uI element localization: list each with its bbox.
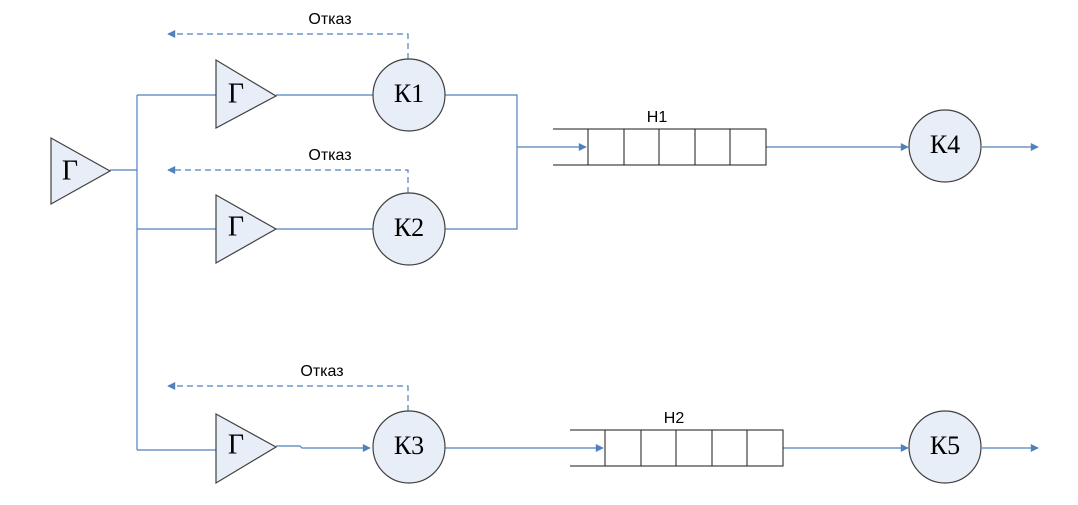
- line-k1-merge: [445, 94, 518, 230]
- queue-h2-cell: [675, 429, 713, 467]
- channel-k3-label: К3: [394, 431, 424, 460]
- queue-h1-cell: [658, 128, 696, 166]
- generator-main-triangle: [50, 136, 112, 206]
- queue-h2-cell: [711, 429, 748, 467]
- queue-h1-cell: [587, 128, 625, 166]
- generator-g3-label: Г: [228, 429, 244, 460]
- queue-h1-cell: [694, 128, 731, 166]
- refusal-line-k2: [167, 166, 409, 193]
- channel-k4-circle: [908, 109, 982, 183]
- generator-g1-triangle: [215, 58, 278, 129]
- queue-h1-cell: [729, 128, 767, 166]
- queue-h2-label: Н2: [664, 410, 685, 427]
- connection-lines: [110, 94, 1039, 452]
- queue-h1-cell: [623, 128, 660, 166]
- line-g3-k3: [276, 444, 371, 452]
- queue-h2-cell: [640, 429, 677, 467]
- refusal-lines: [167, 30, 409, 411]
- queue-h1-label: Н1: [647, 109, 668, 126]
- generator-g3-triangle: [215, 412, 278, 485]
- refusal-label-k3: Отказ: [300, 363, 343, 380]
- channel-k1-circle: [372, 58, 446, 132]
- refusal-line-k3: [167, 382, 409, 411]
- channel-k4-label: К4: [930, 130, 960, 159]
- channel-k2-label: К2: [394, 213, 424, 242]
- queue-h1: [553, 128, 767, 166]
- refusal-label-k2: Отказ: [308, 147, 351, 164]
- queue-h2: [570, 429, 784, 467]
- generator-main-label: Г: [62, 155, 78, 186]
- generator-g2-label: Г: [228, 211, 244, 242]
- generator-g2-triangle: [215, 193, 278, 265]
- refusal-label-k1: Отказ: [308, 11, 351, 28]
- channel-k3-circle: [372, 410, 446, 484]
- refusal-line-k1: [167, 30, 409, 59]
- queue-h2-cell: [604, 429, 642, 467]
- channel-k5-label: К5: [930, 431, 960, 460]
- channel-k2-circle: [372, 192, 446, 266]
- channel-k1-label: К1: [394, 79, 424, 108]
- queue-h2-cell: [746, 429, 784, 467]
- channel-k5-circle: [908, 410, 982, 484]
- generator-g1-label: Г: [228, 78, 244, 109]
